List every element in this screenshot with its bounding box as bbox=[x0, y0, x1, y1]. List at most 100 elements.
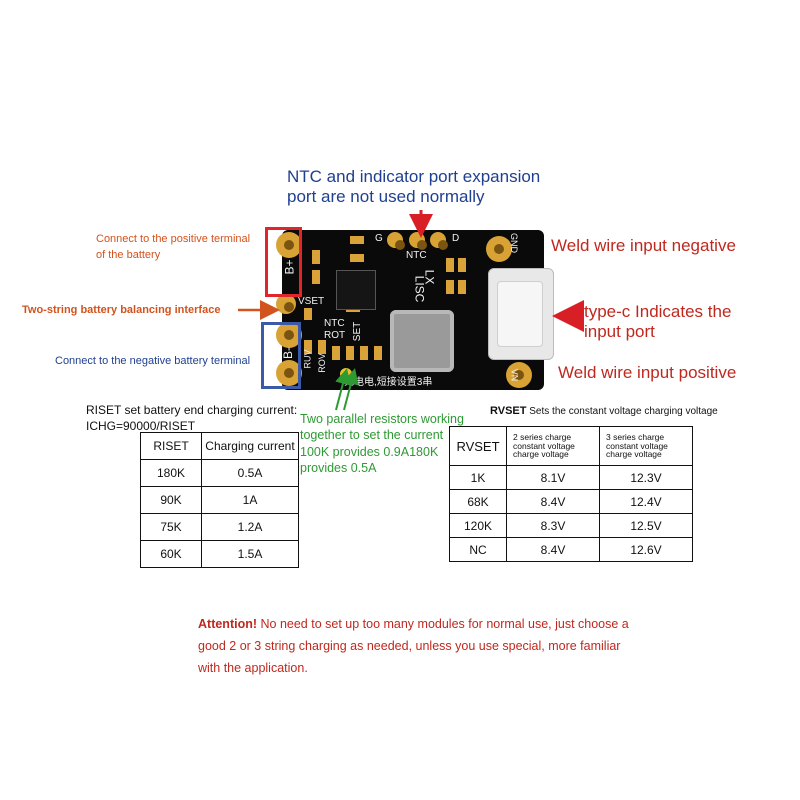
table-cell: 1A bbox=[201, 486, 299, 514]
rvset-title-bold: RVSET bbox=[490, 405, 527, 417]
ntc-callout-line1: NTC and indicator port expansion bbox=[287, 167, 541, 186]
weld-negative-callout: Weld wire input negative bbox=[551, 236, 736, 255]
b-plus-pad bbox=[276, 232, 302, 258]
table-header-cell: RVSET bbox=[449, 426, 507, 466]
table-cell: 120K bbox=[449, 513, 507, 538]
d-pad bbox=[430, 232, 448, 250]
weld-positive-callout: Weld wire input positive bbox=[558, 363, 737, 382]
table-header-cell: Charging current bbox=[201, 432, 299, 460]
positive-terminal-line2: of the battery bbox=[96, 248, 161, 261]
rvset-title: RVSET Sets the constant voltage charging… bbox=[490, 405, 718, 418]
rvset-title-rest: Sets the constant voltage charging volta… bbox=[526, 406, 718, 417]
attention-note: Attention! No need to set up too many mo… bbox=[198, 614, 629, 680]
table-cell: 60K bbox=[140, 540, 202, 568]
attention-line3: with the application. bbox=[198, 660, 308, 675]
typec-callout: type-c Indicates the input port bbox=[584, 302, 731, 343]
ntc-callout: NTC and indicator port expansion port ar… bbox=[287, 167, 540, 208]
table-cell: 12.6V bbox=[599, 537, 693, 562]
charger-ic bbox=[336, 270, 376, 310]
smd-component bbox=[374, 346, 382, 360]
smd-component bbox=[312, 270, 320, 284]
attention-line1: Attention! No need to set up too many mo… bbox=[198, 614, 629, 636]
g-pad bbox=[387, 232, 405, 250]
usb-c-port-inner bbox=[497, 281, 543, 347]
smd-component bbox=[304, 340, 312, 354]
table-header-cell: 3 series charge constant voltage charge … bbox=[599, 426, 693, 466]
table-row: 60K 1.5A bbox=[140, 540, 299, 568]
table-cell: 8.4V bbox=[506, 489, 600, 514]
smd-component bbox=[312, 250, 320, 264]
b-minus-pad bbox=[276, 322, 302, 348]
vn-pad bbox=[506, 362, 532, 388]
ntc-rot-silk-2: ROT bbox=[324, 330, 346, 341]
gnd-pad bbox=[486, 236, 512, 262]
usb-c-port bbox=[488, 268, 554, 360]
vset-silk: VSET bbox=[298, 296, 325, 307]
smd-component bbox=[360, 346, 368, 360]
chinese-silk: 充电电,短接设置3串 bbox=[344, 377, 433, 388]
inductor bbox=[390, 310, 454, 372]
table-row: 90K 1A bbox=[140, 486, 299, 514]
smd-component bbox=[458, 258, 466, 272]
resistors-line1: Two parallel resistors working bbox=[300, 412, 464, 426]
table-cell: 75K bbox=[140, 513, 202, 541]
typec-callout-line2: input port bbox=[584, 322, 655, 342]
positive-terminal-line1: Connect to the positive terminal bbox=[96, 233, 251, 245]
resistor-arrow-2 bbox=[343, 368, 359, 411]
riset-title: RISET set battery end charging current: … bbox=[86, 403, 297, 434]
smd-component bbox=[318, 340, 326, 354]
ntc-rot-silk-1: NTC bbox=[324, 318, 345, 329]
typec-callout-line1: type-c Indicates the bbox=[584, 302, 732, 321]
negative-terminal-callout: Connect to the negative battery terminal bbox=[55, 355, 251, 367]
attention-label: Attention! bbox=[198, 617, 258, 631]
table-cell: 68K bbox=[449, 489, 507, 514]
positive-terminal-callout: Connect to the positive terminal of the … bbox=[96, 232, 250, 264]
b-plus-highlight-box bbox=[265, 227, 302, 297]
resistors-line4: provides 0.5A bbox=[300, 460, 377, 475]
riset-title-line1: RISET set battery end charging current: bbox=[86, 403, 298, 417]
b-minus-pad-2 bbox=[276, 360, 302, 386]
table-cell: 8.4V bbox=[506, 537, 600, 562]
table-cell: 1.2A bbox=[201, 513, 299, 541]
table-row: 75K 1.2A bbox=[140, 513, 299, 541]
table-cell: 12.4V bbox=[599, 489, 693, 514]
table-cell: 180K bbox=[140, 459, 202, 487]
table-cell: 12.5V bbox=[599, 513, 693, 538]
b-minus-highlight-box bbox=[261, 322, 301, 389]
attention-text1: No need to set up too many modules for n… bbox=[257, 617, 629, 631]
table-header-row: RVSET 2 series charge constant voltage c… bbox=[449, 426, 693, 466]
table-cell: 90K bbox=[140, 486, 202, 514]
table-cell: 8.3V bbox=[506, 513, 600, 538]
smd-component bbox=[304, 308, 312, 320]
table-header-cell: 2 series charge constant voltage charge … bbox=[506, 426, 600, 466]
table-cell: 12.3V bbox=[599, 465, 693, 490]
balancing-callout: Two-string battery balancing interface bbox=[22, 304, 221, 316]
attention-line2: good 2 or 3 string charging as needed, u… bbox=[198, 638, 621, 653]
riset-table: RISET Charging current 180K 0.5A 90K 1A … bbox=[140, 432, 299, 568]
resistors-line3: 100K provides 0.9A180K bbox=[300, 444, 439, 459]
smd-component bbox=[350, 236, 364, 244]
table-row: 180K 0.5A bbox=[140, 459, 299, 487]
resistors-line2: together to set the current bbox=[300, 428, 444, 443]
smd-component bbox=[446, 258, 454, 272]
smd-component bbox=[446, 280, 454, 294]
d-silk: D bbox=[452, 233, 460, 244]
table-header-row: RISET Charging current bbox=[140, 432, 299, 460]
table-cell: NC bbox=[449, 537, 507, 562]
rvset-table: RVSET 2 series charge constant voltage c… bbox=[449, 426, 693, 562]
table-row: NC 8.4V 12.6V bbox=[449, 537, 693, 562]
smd-component bbox=[350, 254, 364, 262]
table-header-cell: RISET bbox=[140, 432, 202, 460]
smd-component bbox=[458, 280, 466, 294]
table-row: 120K 8.3V 12.5V bbox=[449, 513, 693, 538]
smd-component bbox=[332, 346, 340, 360]
table-cell: 0.5A bbox=[201, 459, 299, 487]
vset-pad bbox=[276, 294, 296, 314]
table-row: 1K 8.1V 12.3V bbox=[449, 465, 693, 490]
ntc-callout-line2: port are not used normally bbox=[287, 187, 485, 207]
table-cell: 1K bbox=[449, 465, 507, 490]
resistors-callout: Two parallel resistors working together … bbox=[300, 411, 464, 476]
g-silk: G bbox=[375, 233, 383, 244]
ntc-silk: NTC bbox=[406, 250, 427, 261]
